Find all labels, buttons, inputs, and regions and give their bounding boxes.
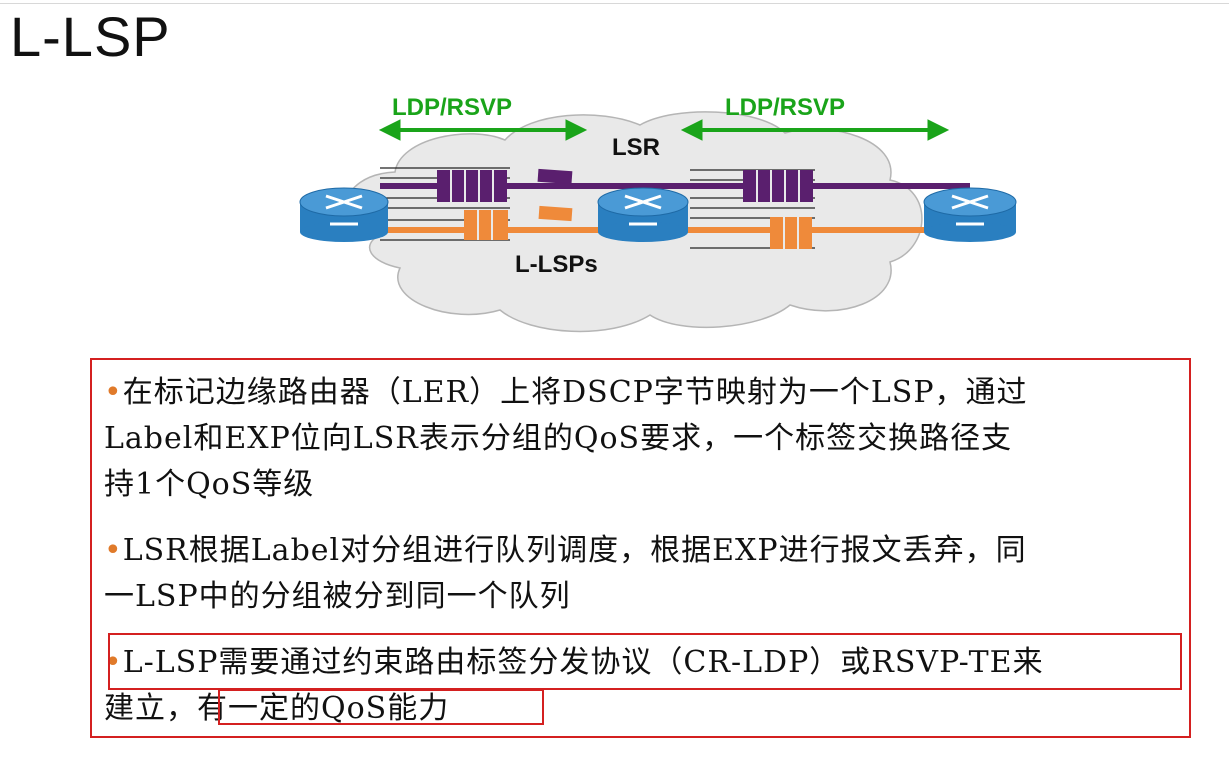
llsp-network-diagram: LDP/RSVP LDP/RSVP LSR L-LSPs	[299, 94, 1017, 333]
bullet-line: 一LSP中的分组被分到同一个队列	[104, 579, 571, 614]
bullet-line: 建立，有一定的QoS能力	[104, 691, 450, 726]
label-ldp-rsvp-right: LDP/RSVP	[725, 94, 845, 121]
bullet-item-1: •在标记边缘路由器（LER）上将DSCP字节映射为一个LSP，通过 Label和…	[104, 370, 1174, 508]
bullet-list-box: •在标记边缘路由器（LER）上将DSCP字节映射为一个LSP，通过 Label和…	[90, 358, 1191, 738]
bullet-item-2: •LSR根据Label对分组进行队列调度，根据EXP进行报文丢弃，同 一LSP中…	[104, 528, 1174, 620]
bullet-dot: •	[104, 533, 123, 568]
highlight-box-line	[108, 633, 1182, 690]
orange-queue-right	[770, 217, 812, 249]
label-l-lsps: L-LSPs	[515, 251, 598, 278]
label-lsr: LSR	[612, 134, 660, 161]
purple-queue-left	[437, 170, 507, 202]
highlight-box-qos	[218, 689, 544, 725]
label-ldp-rsvp-left: LDP/RSVP	[392, 94, 512, 121]
top-border-line	[0, 3, 1229, 4]
router-left-icon	[299, 187, 389, 242]
router-middle-icon	[597, 187, 689, 242]
orange-queue-left	[464, 210, 508, 240]
ldp-arrow-right	[680, 119, 950, 141]
orange-packet	[538, 205, 573, 222]
router-right-icon	[923, 187, 1017, 242]
slide-title: L-LSP	[10, 5, 171, 68]
bullet-line: 持1个QoS等级	[104, 467, 315, 502]
bullet-line: •LSR根据Label对分组进行队列调度，根据EXP进行报文丢弃，同	[104, 533, 1027, 568]
purple-packet	[537, 168, 573, 185]
purple-queue-right	[743, 170, 813, 202]
bullet-line: Label和EXP位向LSR表示分组的QoS要求，一个标签交换路径支	[104, 421, 1013, 456]
bullet-dot: •	[104, 375, 123, 410]
ldp-arrow-left	[378, 119, 588, 141]
bullet-line: •在标记边缘路由器（LER）上将DSCP字节映射为一个LSP，通过	[104, 375, 1028, 410]
